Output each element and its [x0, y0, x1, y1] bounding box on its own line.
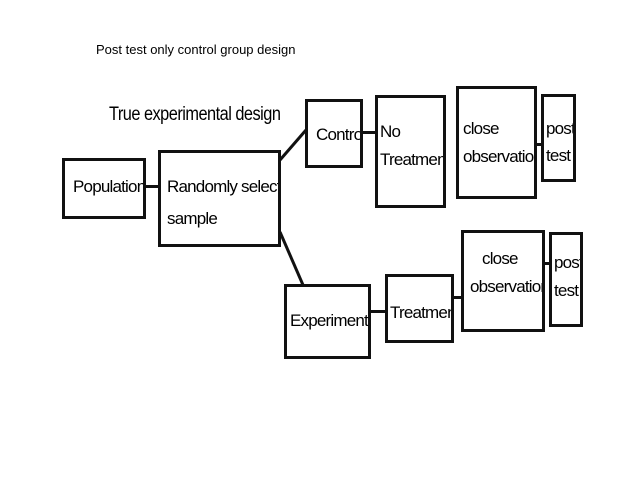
sample-box: Randomly selected sample — [158, 150, 281, 247]
experimental-box: Experimental — [284, 284, 371, 359]
branch-line-control — [278, 129, 308, 161]
experimental-post-test-label-line1: post — [554, 253, 583, 272]
treatment-label: Treatment — [390, 303, 454, 322]
sample-label-line1: Randomly selected — [167, 177, 281, 196]
connector-experimental-treatment — [371, 310, 387, 313]
no-treatment-box: No Treatment — [375, 95, 446, 208]
treatment-box: Treatment — [385, 274, 454, 343]
experimental-observation-label-line2: observation — [470, 277, 545, 296]
diagram-title: True experimental design — [109, 104, 281, 125]
control-post-test-box: post test — [541, 94, 576, 182]
population-box: Population — [62, 158, 146, 219]
experimental-post-test-label-line2: test — [554, 281, 579, 300]
experimental-label: Experimental — [290, 311, 371, 330]
control-post-test-label-line2: test — [546, 146, 571, 165]
connector-treatment-observation — [454, 296, 462, 299]
experimental-observation-box: close observation — [461, 230, 545, 332]
connector-control-observation-posttest — [537, 143, 543, 146]
connector-population-sample — [146, 185, 160, 188]
population-label: Population — [73, 177, 146, 196]
page-title: Post test only control group design — [96, 42, 296, 57]
control-post-test-label-line1: post — [546, 119, 575, 138]
experimental-post-test-box: post test — [549, 232, 583, 327]
branch-line-experimental — [278, 231, 305, 286]
control-observation-label-line2: observation — [463, 147, 537, 166]
experimental-observation-label-line1: close — [482, 249, 518, 268]
control-observation-label-line1: close — [463, 119, 499, 138]
sample-label-line2: sample — [167, 209, 218, 228]
control-label: Control — [316, 125, 363, 144]
connector-control-notreatment — [363, 131, 376, 134]
no-treatment-label-line1: No — [380, 122, 401, 141]
control-observation-box: close observation — [456, 86, 537, 199]
connector-experimental-observation-posttest — [545, 262, 551, 265]
no-treatment-label-line2: Treatment — [380, 150, 446, 169]
control-box: Control — [305, 99, 363, 168]
